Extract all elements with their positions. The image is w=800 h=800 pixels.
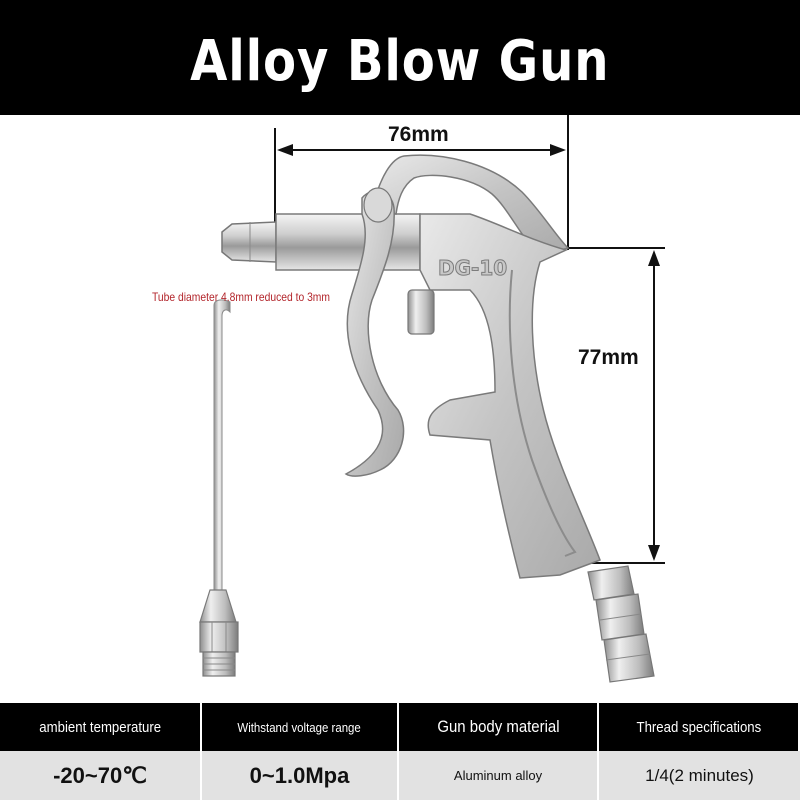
spec-value-material: Aluminum alloy bbox=[399, 751, 599, 800]
spec-value-thread: 1/4(2 minutes) bbox=[599, 751, 800, 800]
specification-table: ambient temperature Withstand voltage ra… bbox=[0, 703, 800, 800]
spec-value-temperature: -20~70℃ bbox=[0, 751, 202, 800]
width-dimension-line bbox=[274, 115, 569, 250]
extension-tube-icon bbox=[199, 299, 239, 677]
page-title: Alloy Blow Gun bbox=[190, 29, 610, 94]
height-dimension-label: 77mm bbox=[578, 346, 639, 369]
width-dimension-label: 76mm bbox=[388, 123, 449, 146]
spec-header-pressure: Withstand voltage range bbox=[202, 703, 399, 751]
spec-header-temperature: ambient temperature bbox=[0, 703, 202, 751]
gun-model-marking: DG-10 bbox=[438, 256, 507, 280]
spec-header-thread: Thread specifications bbox=[599, 703, 800, 751]
spec-header-material: Gun body material bbox=[399, 703, 599, 751]
tube-diameter-note: Tube diameter 4.8mm reduced to 3mm bbox=[152, 290, 331, 304]
title-banner: Alloy Blow Gun bbox=[0, 0, 800, 115]
product-illustration: DG-10 bbox=[199, 115, 665, 683]
blow-gun-icon bbox=[221, 154, 655, 683]
spec-value-pressure: 0~1.0Mpa bbox=[202, 751, 399, 800]
